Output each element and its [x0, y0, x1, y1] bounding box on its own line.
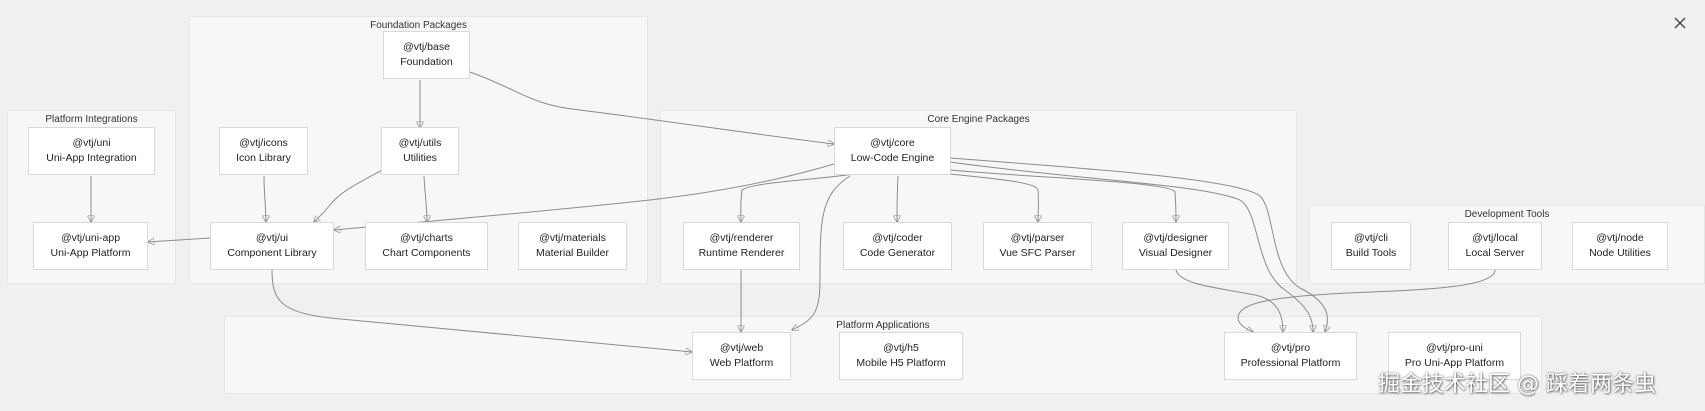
group-title: Foundation Packages [370, 20, 467, 31]
node-package-name: @vtj/parser [1010, 232, 1065, 244]
node-vtj-web[interactable]: @vtj/web Web Platform [692, 332, 791, 380]
node-package-name: @vtj/h5 [883, 342, 919, 354]
close-button[interactable] [1670, 13, 1690, 33]
node-description: Mobile H5 Platform [856, 357, 946, 369]
node-vtj-base[interactable]: @vtj/base Foundation [383, 31, 470, 79]
node-vtj-h5[interactable]: @vtj/h5 Mobile H5 Platform [839, 332, 963, 380]
node-description: Chart Components [382, 247, 471, 259]
node-vtj-node[interactable]: @vtj/node Node Utilities [1572, 222, 1668, 270]
node-package-name: @vtj/pro-uni [1426, 342, 1483, 354]
node-description: Pro Uni-App Platform [1404, 357, 1505, 369]
node-package-name: @vtj/utils [398, 137, 442, 149]
node-package-name: @vtj/materials [539, 232, 606, 244]
node-description: Local Server [1465, 247, 1525, 259]
node-vtj-cli[interactable]: @vtj/cli Build Tools [1331, 222, 1411, 270]
node-description: Utilities [403, 152, 437, 164]
node-vtj-local[interactable]: @vtj/local Local Server [1448, 222, 1542, 270]
node-vtj-renderer[interactable]: @vtj/renderer Runtime Renderer [683, 222, 800, 270]
node-description: Visual Designer [1138, 247, 1213, 259]
node-vtj-designer[interactable]: @vtj/designer Visual Designer [1122, 222, 1229, 270]
node-description: Runtime Renderer [698, 247, 785, 259]
node-description: Web Platform [709, 357, 774, 369]
node-package-name: @vtj/charts [400, 232, 453, 244]
node-description: Material Builder [536, 247, 609, 259]
node-package-name: @vtj/renderer [709, 232, 774, 244]
node-package-name: @vtj/ui [255, 232, 289, 244]
node-vtj-ui[interactable]: @vtj/ui Component Library [210, 222, 334, 270]
node-vtj-icons[interactable]: @vtj/icons Icon Library [219, 127, 308, 175]
node-package-name: @vtj/local [1472, 232, 1518, 244]
node-package-name: @vtj/web [719, 342, 764, 354]
group-title: Platform Integrations [45, 114, 138, 125]
node-description: Foundation [400, 56, 453, 68]
group-title: Platform Applications [836, 320, 930, 331]
node-package-name: @vtj/cli [1354, 232, 1388, 244]
node-package-name: @vtj/node [1596, 232, 1644, 244]
node-vtj-materials[interactable]: @vtj/materials Material Builder [518, 222, 627, 270]
node-vtj-pro[interactable]: @vtj/pro Professional Platform [1224, 332, 1357, 380]
node-package-name: @vtj/designer [1143, 232, 1208, 244]
node-description: Component Library [227, 247, 317, 259]
group-title: Core Engine Packages [927, 114, 1030, 125]
node-vtj-coder[interactable]: @vtj/coder Code Generator [843, 222, 952, 270]
watermark: 掘金技术社区 @ 踩着两条虫 [1378, 372, 1656, 397]
node-package-name: @vtj/icons [239, 137, 288, 149]
node-vtj-charts[interactable]: @vtj/charts Chart Components [365, 222, 488, 270]
node-description: Low-Code Engine [850, 152, 935, 164]
node-description: Vue SFC Parser [999, 247, 1076, 259]
close-icon [1674, 17, 1686, 29]
node-package-name: @vtj/base [403, 41, 450, 53]
node-package-name: @vtj/coder [872, 232, 923, 244]
node-description: Uni-App Integration [46, 152, 137, 164]
node-vtj-utils[interactable]: @vtj/utils Utilities [381, 127, 459, 175]
node-description: Professional Platform [1240, 357, 1341, 369]
node-description: Uni-App Platform [50, 247, 131, 259]
node-vtj-uni-app[interactable]: @vtj/uni-app Uni-App Platform [33, 222, 148, 270]
node-description: Build Tools [1345, 247, 1397, 259]
node-package-name: @vtj/uni [72, 137, 111, 149]
node-package-name: @vtj/uni-app [60, 232, 121, 244]
node-package-name: @vtj/core [870, 137, 915, 149]
node-description: Node Utilities [1589, 247, 1651, 259]
node-vtj-core[interactable]: @vtj/core Low-Code Engine [834, 127, 951, 175]
group-title: Development Tools [1464, 209, 1550, 220]
node-package-name: @vtj/pro [1270, 342, 1311, 354]
node-vtj-pro-uni[interactable]: @vtj/pro-uni Pro Uni-App Platform [1388, 332, 1521, 380]
node-description: Icon Library [236, 152, 291, 164]
node-description: Code Generator [859, 247, 936, 259]
node-vtj-uni[interactable]: @vtj/uni Uni-App Integration [28, 127, 155, 175]
node-vtj-parser[interactable]: @vtj/parser Vue SFC Parser [983, 222, 1092, 270]
